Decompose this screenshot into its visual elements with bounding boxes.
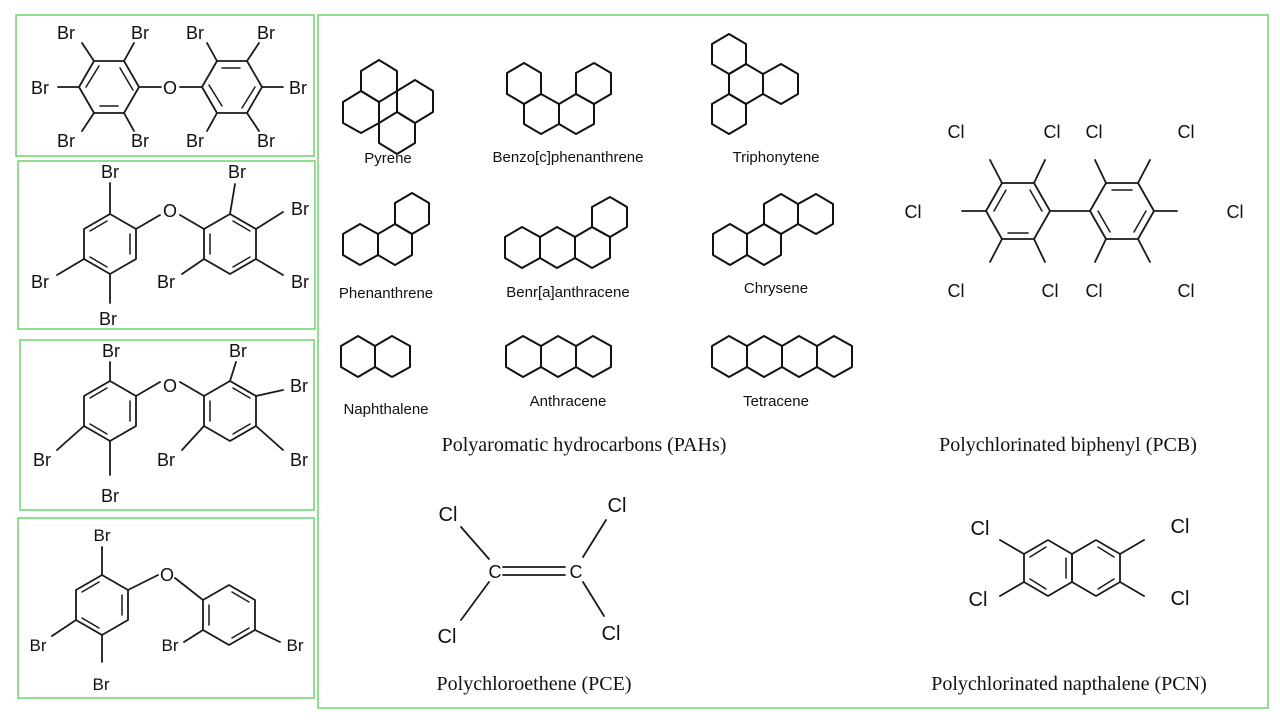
pyrene-structure bbox=[342, 59, 434, 155]
p3-br-7: Br bbox=[157, 450, 175, 470]
pah-name-tetracene: Tetracene bbox=[743, 393, 809, 410]
pcb-cl-4: Cl bbox=[1178, 122, 1195, 142]
p2-br-5: Br bbox=[291, 199, 309, 219]
p4-br-1: Br bbox=[94, 526, 111, 545]
p3-br-5: Br bbox=[290, 376, 308, 396]
p3-br-3: Br bbox=[101, 486, 119, 506]
pcn-cl-4: Cl bbox=[1171, 588, 1190, 610]
p4-br-3: Br bbox=[93, 675, 110, 694]
p1-br-3: Br bbox=[31, 78, 49, 98]
pcn-cl-1: Cl bbox=[971, 518, 990, 540]
pah-caption: Polyaromatic hydrocarbons (PAHs) bbox=[442, 434, 727, 456]
naphthalene-structure bbox=[340, 335, 411, 378]
pah-name-triphonytene: Triphonytene bbox=[733, 149, 820, 166]
pah-name-phenanthrene: Phenanthrene bbox=[339, 285, 433, 302]
p4-br-5: Br bbox=[287, 636, 304, 655]
pcb-cl-1: Cl bbox=[948, 122, 965, 142]
p1-br-6: Br bbox=[186, 23, 204, 43]
chrysene-structure bbox=[712, 193, 834, 266]
pbde-molecule-3 bbox=[56, 361, 284, 476]
triphonytene-structure bbox=[711, 33, 799, 135]
p1-br-9: Br bbox=[186, 131, 204, 151]
pcn-cl-3: Cl bbox=[1171, 516, 1190, 538]
p1-br-10: Br bbox=[257, 131, 275, 151]
p1-br-8: Br bbox=[289, 78, 307, 98]
pbde-molecule-2 bbox=[56, 182, 284, 304]
p1-br-5: Br bbox=[131, 131, 149, 151]
panel1-frame bbox=[15, 14, 315, 157]
pce-caption: Polychloroethene (PCE) bbox=[437, 673, 632, 695]
benzo-c-phenanthrene-structure bbox=[506, 62, 612, 135]
p2-oxygen: O bbox=[163, 201, 177, 221]
p2-br-7: Br bbox=[157, 272, 175, 292]
pce-cl-4: Cl bbox=[602, 623, 621, 645]
p3-br-1: Br bbox=[102, 341, 120, 361]
p1-br-2: Br bbox=[131, 23, 149, 43]
p2-br-6: Br bbox=[291, 272, 309, 292]
pce-carbon-left: C bbox=[489, 562, 502, 582]
pbde-molecule-1 bbox=[57, 42, 284, 132]
pcb-cl-7: Cl bbox=[948, 281, 965, 301]
tetracene-structure bbox=[711, 335, 853, 378]
pah-name-benz-a-anthracene: Benr[a]anthracene bbox=[506, 284, 629, 301]
pah-name-benzo-c-phenanthrene: Benzo[c]phenanthrene bbox=[493, 149, 644, 166]
anthracene-structure bbox=[505, 335, 612, 378]
p1-br-7: Br bbox=[257, 23, 275, 43]
pcb-cl-5: Cl bbox=[905, 202, 922, 222]
pcb-cl-9: Cl bbox=[1086, 281, 1103, 301]
p1-br-4: Br bbox=[57, 131, 75, 151]
pce-carbon-right: C bbox=[570, 562, 583, 582]
pbde-molecule-4 bbox=[51, 546, 281, 663]
p3-oxygen: O bbox=[163, 376, 177, 396]
pce-cl-1: Cl bbox=[439, 504, 458, 526]
p4-oxygen: O bbox=[160, 565, 174, 585]
p3-br-4: Br bbox=[229, 341, 247, 361]
pcb-cl-2: Cl bbox=[1044, 122, 1061, 142]
benz-a-anthracene-structure bbox=[504, 196, 628, 269]
pcb-cl-8: Cl bbox=[1042, 281, 1059, 301]
p3-br-2: Br bbox=[33, 450, 51, 470]
pah-name-pyrene: Pyrene bbox=[364, 150, 412, 167]
pcb-cl-3: Cl bbox=[1086, 122, 1103, 142]
panel2-frame bbox=[17, 160, 316, 330]
phenanthrene-structure bbox=[342, 192, 430, 266]
panel4-frame bbox=[17, 517, 315, 699]
p2-br-2: Br bbox=[31, 272, 49, 292]
panel3-frame bbox=[19, 339, 315, 511]
pah-name-naphthalene: Naphthalene bbox=[343, 401, 428, 418]
pce-structure bbox=[460, 519, 607, 621]
pcn-cl-2: Cl bbox=[969, 589, 988, 611]
p2-br-4: Br bbox=[228, 162, 246, 182]
pcb-structure bbox=[961, 159, 1178, 263]
pcb-caption: Polychlorinated biphenyl (PCB) bbox=[939, 434, 1197, 456]
pah-name-anthracene: Anthracene bbox=[530, 393, 607, 410]
pcb-cl-10: Cl bbox=[1178, 281, 1195, 301]
pcb-cl-6: Cl bbox=[1227, 202, 1244, 222]
p2-br-3: Br bbox=[99, 309, 117, 329]
p3-br-6: Br bbox=[290, 450, 308, 470]
p2-br-1: Br bbox=[101, 162, 119, 182]
pce-cl-3: Cl bbox=[438, 626, 457, 648]
p4-br-2: Br bbox=[30, 636, 47, 655]
pce-cl-2: Cl bbox=[608, 495, 627, 517]
main-frame bbox=[317, 14, 1269, 709]
pcn-caption: Polychlorinated napthalene (PCN) bbox=[931, 673, 1207, 695]
pcn-structure bbox=[999, 539, 1145, 597]
p4-br-4: Br bbox=[162, 636, 179, 655]
p1-br-1: Br bbox=[57, 23, 75, 43]
pah-name-chrysene: Chrysene bbox=[744, 280, 808, 297]
p1-oxygen: O bbox=[163, 78, 177, 98]
